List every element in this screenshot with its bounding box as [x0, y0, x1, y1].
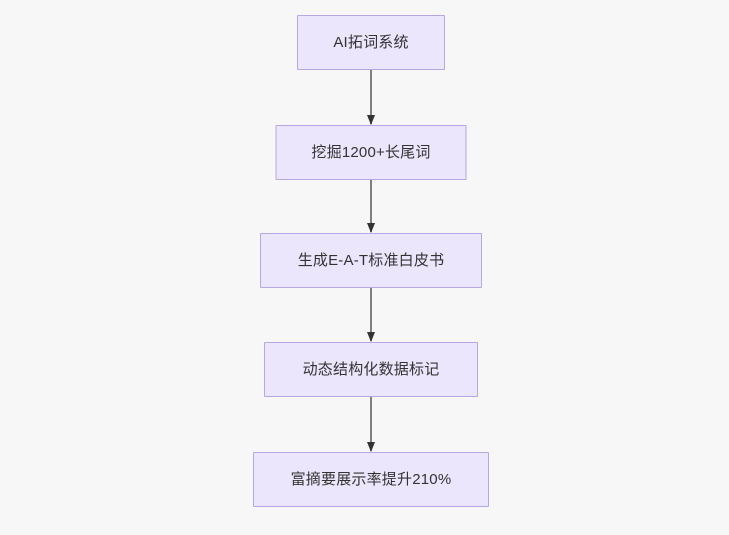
flow-node-label: AI拓词系统 — [333, 33, 409, 51]
flow-node-label: 动态结构化数据标记 — [302, 360, 440, 378]
flow-node-dynamic-structured-data-markup[interactable]: 动态结构化数据标记 — [264, 342, 478, 397]
flow-node-mine-longtail-keywords[interactable]: 挖掘1200+长尾词 — [275, 125, 467, 180]
flow-node-generate-eat-whitepaper[interactable]: 生成E-A-T标准白皮书 — [260, 233, 482, 288]
flow-node-ai-keyword-system[interactable]: AI拓词系统 — [297, 15, 445, 70]
flow-node-label: 生成E-A-T标准白皮书 — [297, 251, 445, 269]
flow-node-label: 挖掘1200+长尾词 — [311, 143, 431, 161]
flow-node-label: 富摘要展示率提升210% — [290, 470, 452, 488]
flow-node-rich-snippet-impression-uplift[interactable]: 富摘要展示率提升210% — [253, 452, 489, 507]
